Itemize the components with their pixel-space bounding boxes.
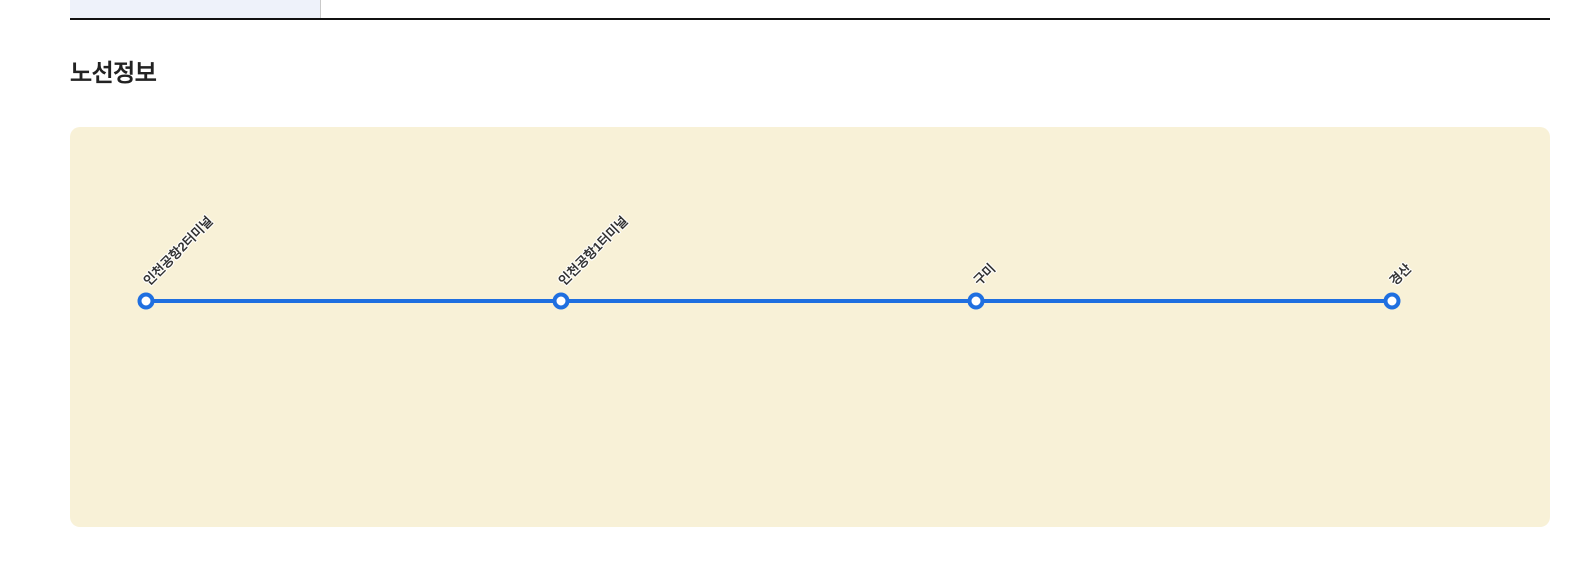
station-marker[interactable] [967,292,985,310]
station-marker[interactable] [137,292,155,310]
table-header-cell [70,0,321,18]
table-body-cell [321,0,1550,18]
station-label: 인천공항2터미널 [140,213,216,289]
station-marker[interactable] [1383,292,1401,310]
station-marker[interactable] [552,292,570,310]
station-label: 경산 [1386,260,1414,289]
station-label: 구미 [971,260,999,289]
route-info-heading: 노선정보 [70,60,157,87]
table-fragment [70,0,1550,20]
route-line [146,298,1392,303]
station-label: 인천공항1터미널 [555,213,631,289]
